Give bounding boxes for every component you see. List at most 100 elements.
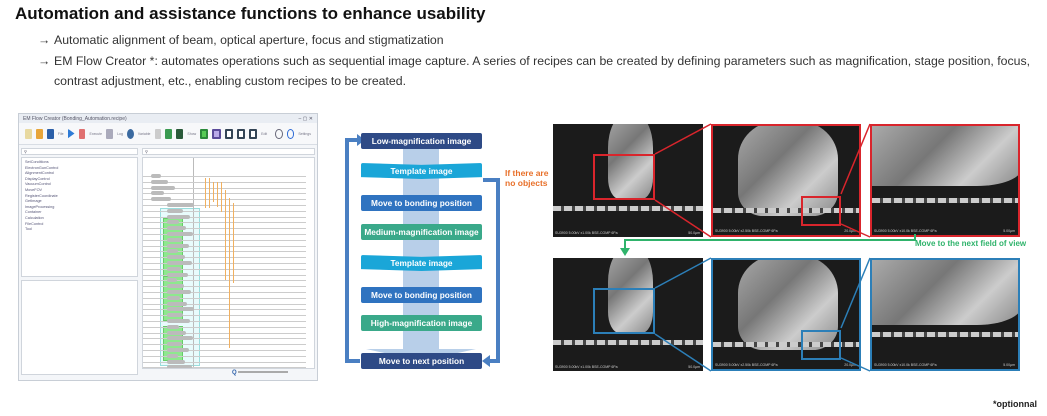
arrow-icon: → (38, 54, 51, 68)
flow-node[interactable] (167, 278, 177, 283)
next-field-arrow (620, 234, 916, 256)
flow-node[interactable] (167, 348, 189, 352)
tree-item[interactable]: VacuumControl (25, 182, 51, 187)
flow-node[interactable] (151, 197, 171, 202)
tree-item[interactable]: SetConditions (25, 160, 49, 164)
zoom-connector-line (654, 199, 712, 238)
flow-search-input[interactable]: ⚲ (142, 148, 315, 155)
flow-canvas[interactable] (142, 157, 315, 369)
zoom-region-box (593, 288, 655, 334)
save-icon[interactable] (46, 128, 54, 139)
flow-node[interactable] (167, 266, 181, 271)
flow-node[interactable] (167, 307, 194, 312)
show-green-icon[interactable] (165, 128, 173, 139)
tree-item[interactable]: Tool (25, 227, 32, 232)
flow-node[interactable] (167, 324, 179, 329)
flow-node[interactable] (167, 214, 190, 219)
flow-row-line (143, 297, 306, 299)
flow-node[interactable] (167, 342, 182, 347)
flow-node[interactable] (167, 336, 193, 341)
tree-item[interactable]: Calculation (25, 215, 44, 220)
flow-row-line (143, 245, 306, 247)
tree-item[interactable]: GetImage (25, 199, 42, 204)
flow-node[interactable] (167, 319, 190, 323)
zoom-region-box (593, 154, 655, 200)
open-folder-icon[interactable] (35, 128, 43, 139)
group-variable: Variable (137, 131, 151, 136)
tree-item[interactable]: FileControl (25, 221, 44, 226)
flow-node[interactable] (167, 220, 179, 225)
log-icon[interactable] (106, 128, 114, 139)
property-panel (21, 280, 138, 375)
flow-node[interactable] (167, 330, 186, 335)
tree-item[interactable]: ImageProcessing (25, 204, 55, 209)
stop-icon[interactable] (78, 128, 86, 139)
flow-node[interactable] (167, 272, 188, 277)
zoom-track[interactable] (238, 371, 289, 374)
flow-node[interactable] (167, 249, 178, 254)
edit-delete-icon[interactable] (248, 128, 258, 139)
flow-node[interactable] (167, 226, 186, 231)
tree-item[interactable]: MoveFOV (25, 187, 43, 192)
flow-node[interactable] (167, 353, 178, 358)
flow-node[interactable] (167, 313, 183, 318)
flow-node[interactable] (151, 174, 161, 178)
flow-node[interactable] (167, 208, 183, 213)
tree-item[interactable]: RegisterCoordinate (25, 193, 58, 198)
flow-row-line (143, 326, 306, 328)
bullet-text: Automatic alignment of beam, optical ape… (54, 33, 444, 47)
flow-node[interactable] (167, 365, 192, 368)
sem-caption: SU3900 5.00kV x2.50k BSE-COMP 6Pa (715, 363, 778, 367)
flow-node[interactable] (167, 237, 182, 242)
zoom-connector-line (840, 123, 871, 195)
zoom-region-box (801, 196, 841, 226)
variable-icon[interactable] (126, 128, 134, 139)
flow-row-line (143, 234, 306, 235)
flow-node[interactable] (151, 179, 168, 184)
flow-row-line (143, 193, 306, 195)
flow-node[interactable] (167, 295, 180, 300)
new-file-icon[interactable] (25, 128, 32, 139)
flow-node[interactable] (167, 284, 184, 289)
command-search-input[interactable]: ⚲ (21, 148, 138, 155)
flow-row-line (143, 286, 306, 288)
edit-purple-icon[interactable] (212, 128, 221, 139)
scale-bar-label: 50.0µm (688, 231, 700, 235)
flow-row-line (143, 274, 306, 276)
info-icon[interactable] (286, 128, 295, 139)
flow-node[interactable] (151, 185, 175, 190)
flow-node[interactable] (167, 359, 185, 364)
flow-row-line (143, 350, 306, 351)
flow-row-line (143, 228, 306, 230)
play-icon[interactable] (67, 128, 75, 139)
flow-row-line (143, 251, 306, 253)
flow-step: High-magnification image (361, 315, 482, 331)
flow-step: Template image (361, 163, 482, 179)
edit-paste-icon[interactable] (236, 128, 245, 139)
edit-copy-icon[interactable] (224, 128, 233, 139)
flow-node[interactable] (167, 232, 193, 236)
group-execute: Execute (89, 131, 103, 136)
flow-node[interactable] (167, 203, 194, 207)
flow-node[interactable] (151, 191, 164, 196)
flow-node[interactable] (167, 243, 189, 248)
flow-step: Move to bonding position (361, 195, 482, 211)
tree-item[interactable]: Container (25, 210, 42, 215)
flow-node[interactable] (167, 290, 191, 294)
show-dark-icon[interactable] (176, 128, 184, 139)
tree-item[interactable]: AlignmentControl (25, 171, 55, 176)
tree-item[interactable]: ElectronGunControl (25, 165, 59, 170)
flow-node[interactable] (167, 301, 187, 306)
flow-node[interactable] (167, 261, 192, 265)
show-list-icon[interactable] (154, 128, 162, 139)
edit-green-icon[interactable] (200, 128, 209, 139)
flow-node[interactable] (167, 255, 185, 260)
gear-icon[interactable] (275, 128, 283, 139)
flow-row-line (143, 303, 306, 305)
window-controls[interactable]: – ▢ ✕ (298, 116, 313, 122)
tree-item[interactable]: DisplayControl (25, 176, 50, 181)
zoom-slider[interactable]: Q (142, 370, 315, 376)
